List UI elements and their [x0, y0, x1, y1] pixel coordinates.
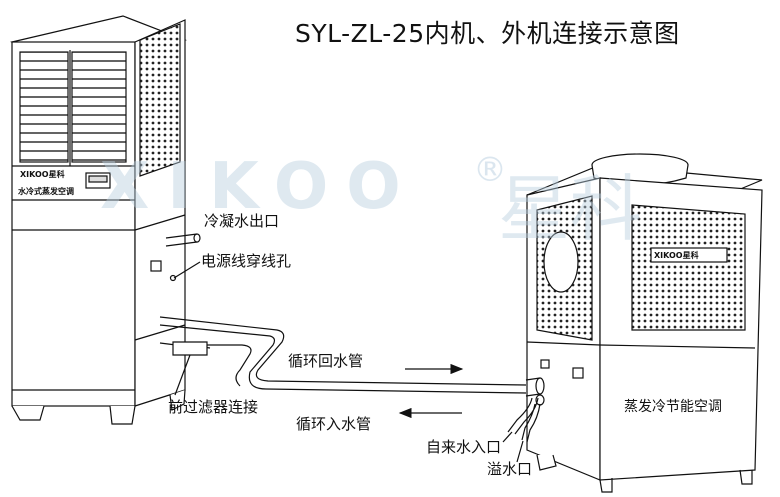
outdoor-connectors [507, 377, 541, 443]
label-condensate-outlet: 冷凝水出口 [204, 212, 280, 230]
indoor-unit [10, 15, 187, 425]
label-overflow: 溢水口 [487, 460, 533, 478]
outdoor-brand-plate [650, 247, 728, 263]
outdoor-unit [526, 153, 763, 493]
leader-overflow [516, 440, 524, 463]
label-return-pipe: 循环回水管 [288, 352, 364, 370]
pipes [159, 233, 545, 463]
label-tap-water-inlet: 自来水入口 [426, 438, 502, 456]
indoor-louver-right [71, 51, 127, 163]
indoor-power-hole [169, 274, 177, 282]
return-pipe-bottom [159, 324, 527, 394]
leader-power [173, 261, 201, 279]
indoor-side-mesh [139, 23, 181, 177]
watermark-registered: ® [473, 150, 507, 190]
inlet-pipe-run [207, 344, 252, 387]
front-filter-body [172, 341, 208, 356]
indoor-panel-text: 水冷式蒸发空调 [18, 187, 74, 196]
outdoor-brand: XIKOO星科 [654, 251, 699, 260]
label-inlet-pipe: 循环入水管 [296, 415, 372, 433]
leader-tapwater [502, 431, 513, 443]
label-front-filter: 前过滤器连接 [168, 398, 259, 416]
return-pipe-top [159, 316, 527, 386]
watermark-text: XIKOO [100, 150, 419, 224]
flow-arrows [398, 363, 464, 419]
label-power-cable-hole: 电源线穿线孔 [201, 252, 292, 270]
watermark-chinese: 星科 [498, 167, 643, 251]
outdoor-left-fan [543, 231, 579, 293]
outdoor-front-mesh [631, 204, 746, 331]
diagram-title: SYL-ZL-25内机、外机连接示意图 [295, 19, 680, 48]
indoor-louver-left [19, 51, 69, 163]
condensate-pipe [165, 233, 198, 247]
indoor-side-hatch [150, 260, 162, 272]
outdoor-caption: 蒸发冷节能空调 [624, 399, 722, 415]
indoor-brand: XIKOO星科 [20, 170, 65, 179]
leader-filter [174, 354, 191, 396]
